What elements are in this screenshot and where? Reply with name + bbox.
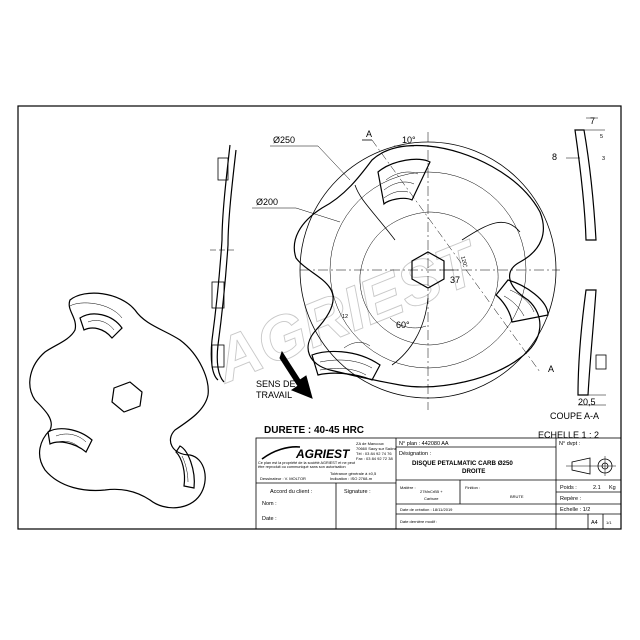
reference-label: Repère : <box>560 496 582 502</box>
last-modified-date: Date dernière modif : <box>400 519 437 524</box>
weight-unit: Kg <box>609 485 616 491</box>
tolerance-2: Indication : ISO 2768-m <box>330 476 373 481</box>
side-view <box>210 144 237 383</box>
material-line-1: 27MnCrB5 + <box>420 489 443 494</box>
dim-dia-200: Ø200 <box>256 197 278 207</box>
hardness-spec: DURETE : 40-45 HRC <box>264 425 364 436</box>
company-logo: AGRIEST <box>295 447 351 461</box>
leader-dia-250 <box>317 145 351 181</box>
client-name-label: Nom : <box>262 501 277 507</box>
material-label: Matière : <box>400 485 416 490</box>
work-direction-label-2: TRAVAIL <box>256 390 292 400</box>
dim-angle-10: 10° <box>402 135 416 145</box>
dim-7: 7 <box>590 116 595 126</box>
isometric-view <box>29 292 209 509</box>
work-direction-arrow <box>279 350 313 399</box>
scale-label: Echelle : 1/2 <box>560 507 590 513</box>
carbide-insert-top <box>377 158 431 206</box>
client-date-label: Date : <box>262 516 277 522</box>
company-address-2: 70660 Saoy sur Saône <box>356 446 397 451</box>
disc-inner-rib <box>354 184 521 366</box>
dim-hex-37: 37 <box>450 275 460 285</box>
weight-label: Poids : <box>560 485 577 491</box>
client-approval-label: Accord du client : <box>270 489 313 495</box>
main-scale: ECHELLE 1 : 2 <box>538 430 599 440</box>
dim-angle-120: 120° <box>459 256 468 269</box>
designation-line-2: DROITE <box>462 468 485 475</box>
dim-3: 3 <box>602 156 605 162</box>
dim-5: 5 <box>600 134 603 140</box>
company-address-1: ZA de Mancoux <box>356 441 384 446</box>
finish-value: BRUTE <box>510 494 524 499</box>
dim-8: 8 <box>552 152 557 162</box>
finish-label: Finition : <box>465 485 480 490</box>
projection-symbol <box>566 456 616 476</box>
iso-insert-top <box>79 313 123 339</box>
work-direction: SENS DE TRAVAIL <box>256 350 313 400</box>
dim-dia-250: Ø250 <box>273 135 295 145</box>
watermark-logo: AGRIEST <box>203 227 491 397</box>
development-number-label: N° dvpt : <box>559 441 581 447</box>
carbide-insert-bottom <box>311 342 381 381</box>
page-number: 1/1 <box>606 520 612 525</box>
draftsman: Dessinateur : V. MOLTOR <box>260 476 306 481</box>
iso-insert-right <box>175 445 195 489</box>
section-marker-top: A <box>366 129 372 139</box>
paper-format: A4 <box>591 520 598 526</box>
creation-date: Date de création : 18/11/2019 <box>400 507 453 512</box>
center-hex-hole <box>411 251 445 289</box>
company-tel: Tél : 03 84 92 74 76 <box>356 451 392 456</box>
leader-dia-200 <box>295 207 341 223</box>
iso-hex-hole <box>111 381 143 413</box>
disc-petal-outline <box>293 144 544 388</box>
designation-line-1: DISQUE PETALMATIC CARB Ø250 <box>412 460 513 467</box>
section-marker-bottom: A <box>548 364 554 374</box>
material-line-2: Carbure <box>424 496 439 501</box>
work-direction-label-1: SENS DE <box>256 379 296 389</box>
property-note: Ce plan est la propriété de la société A… <box>258 461 356 470</box>
dim-r-12: 12 <box>342 314 348 320</box>
dim-20-5: 20,5 <box>578 397 596 407</box>
front-view: A A Ø250 Ø200 10° 120° 60° 37 12 <box>252 129 560 410</box>
plan-number: N° plan : 442080 AA <box>399 441 449 447</box>
title-block: DURETE : 40-45 HRC AGRIEST ZA de Mancoux… <box>255 425 622 530</box>
iso-insert-left <box>47 428 93 453</box>
dim-angle-60: 60° <box>396 320 410 330</box>
section-a-a: 7 5 3 8 20,5 COUPE A-A ECHELLE 1 : 2 <box>538 116 607 440</box>
tolerance-1: Tolérance générale à ±0,5 <box>330 471 377 476</box>
section-caption: COUPE A-A <box>550 411 599 421</box>
logo-swoosh <box>261 446 301 460</box>
weight-value: 2.1 <box>593 485 601 491</box>
company-fax: Fax : 03 84 92 72 38 <box>356 456 393 461</box>
signature-label: Signature : <box>344 489 371 495</box>
designation-label: Désignation : <box>399 451 432 457</box>
carbide-insert-right <box>495 279 549 323</box>
iso-disc-outline <box>29 292 209 509</box>
